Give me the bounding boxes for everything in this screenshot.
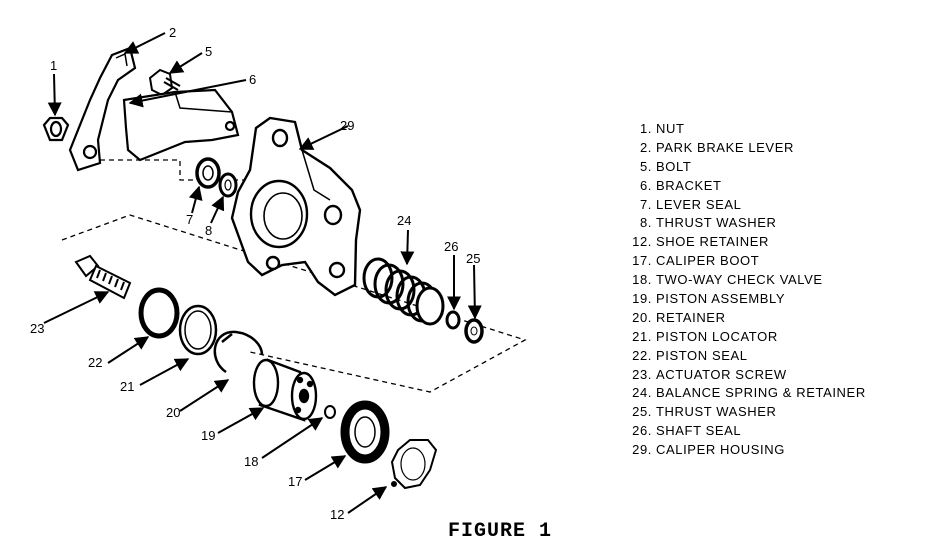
legend-item-number: 22. [632, 347, 652, 363]
legend-item: 1. NUT [630, 120, 930, 139]
callout-labels: 1 2 5 6 29 7 8 24 26 25 23 22 21 20 19 1… [30, 25, 480, 522]
legend-item: 17.CALIPER BOOT [630, 252, 930, 271]
legend-item-number: 26. [632, 423, 652, 439]
legend-item-number: 12. [632, 234, 652, 250]
legend-item-number: 5. [639, 158, 652, 174]
callout-20: 20 [166, 405, 180, 420]
legend-item: 22.PISTON SEAL [630, 347, 930, 366]
legend-item-number: 7. [639, 196, 652, 212]
lever-seal [195, 157, 221, 189]
legend-item-number: 18. [632, 272, 652, 288]
leader-arrows [43, 32, 482, 514]
legend-item-number: 25. [632, 404, 652, 420]
piston-assembly [252, 358, 318, 422]
caliper-housing [230, 116, 362, 297]
legend-item: 12.SHOE RETAINER [630, 233, 930, 252]
legend-item-number: 8. [639, 215, 652, 231]
legend-item-number: 20. [632, 309, 652, 325]
legend-item-number: 17. [632, 253, 652, 269]
legend-item-number: 29. [632, 442, 652, 458]
legend-item: 25.THRUST WASHER [630, 403, 930, 422]
shaft-seal [445, 310, 461, 330]
legend-item: 5.BOLT [630, 158, 930, 177]
legend-item-label: CALIPER HOUSING [656, 442, 785, 458]
caliper-boot [340, 400, 390, 464]
legend-item: 6.BRACKET [630, 177, 930, 196]
callout-5: 5 [205, 44, 212, 59]
piston-seal [138, 287, 180, 339]
legend-item-label: ACTUATOR SCREW [656, 366, 787, 382]
thrust-washer-8 [218, 172, 238, 198]
legend-item: 23.ACTUATOR SCREW [630, 366, 930, 385]
legend-item: 24.BALANCE SPRING & RETAINER [630, 384, 930, 403]
bracket [122, 88, 240, 162]
legend-item-label: TWO-WAY CHECK VALVE [656, 272, 823, 288]
callout-18: 18 [244, 454, 258, 469]
legend-item: 18.TWO-WAY CHECK VALVE [630, 271, 930, 290]
piston-locator [178, 304, 218, 356]
legend-item: 19.PISTON ASSEMBLY [630, 290, 930, 309]
callout-25: 25 [466, 251, 480, 266]
legend-item-number: 6. [639, 177, 652, 193]
callout-24: 24 [397, 213, 411, 228]
legend-item-number: 23. [632, 366, 652, 382]
legend-item: 26.SHAFT SEAL [630, 422, 930, 441]
check-valve [324, 405, 336, 419]
callout-26: 26 [444, 239, 458, 254]
legend-item-label: PARK BRAKE LEVER [656, 139, 794, 155]
legend-item: 2.PARK BRAKE LEVER [630, 139, 930, 158]
callout-1: 1 [50, 58, 57, 73]
legend-item-label: CALIPER BOOT [656, 253, 760, 269]
legend-item: 20.RETAINER [630, 309, 930, 328]
park-brake-lever [68, 46, 137, 172]
callout-21: 21 [120, 379, 134, 394]
retainer [213, 330, 264, 374]
bolt [148, 68, 181, 97]
callout-2: 2 [169, 25, 176, 40]
legend-item-number: 19. [632, 291, 652, 307]
legend-item-label: RETAINER [656, 309, 726, 325]
callout-29: 29 [340, 118, 354, 133]
actuator-screw [74, 254, 132, 300]
legend-item-number: 1. [639, 121, 652, 136]
legend-item-label: THRUST WASHER [656, 215, 777, 231]
callout-12: 12 [330, 507, 344, 522]
exploded-caliper-diagram: 1 2 5 6 29 7 8 24 26 25 23 22 21 20 19 1… [30, 25, 527, 522]
callout-17: 17 [288, 474, 302, 489]
shoe-retainer [390, 439, 438, 490]
callout-23: 23 [30, 321, 44, 336]
legend-item-label: BRACKET [656, 177, 722, 193]
legend-item-label: SHAFT SEAL [656, 423, 742, 439]
legend-item-label: LEVER SEAL [656, 196, 742, 212]
legend-item-number: 2. [639, 139, 652, 155]
callout-22: 22 [88, 355, 102, 370]
figure-caption: FIGURE 1 [447, 520, 552, 543]
legend-item: 7.LEVER SEAL [630, 196, 930, 215]
callout-8: 8 [205, 223, 212, 238]
legend-item-label: BOLT [656, 158, 692, 174]
legend-item-label: PISTON ASSEMBLY [656, 291, 786, 307]
legend-item-label: THRUST WASHER [656, 404, 777, 420]
legend-item-label: BALANCE SPRING & RETAINER [656, 385, 866, 401]
legend-item: 8.THRUST WASHER [630, 214, 930, 233]
thrust-washer-25 [464, 318, 484, 344]
legend-item-label: PISTON SEAL [656, 347, 748, 363]
balance-spring [362, 257, 445, 326]
callout-19: 19 [201, 428, 215, 443]
legend-item-number: 21. [632, 328, 652, 344]
legend-item-label: NUT [656, 121, 685, 136]
callout-7: 7 [186, 212, 193, 227]
nut [42, 116, 70, 142]
legend-item-label: SHOE RETAINER [656, 234, 770, 250]
callout-6: 6 [249, 72, 256, 87]
legend-item-number: 24. [632, 385, 652, 401]
legend-item: 21.PISTON LOCATOR [630, 328, 930, 347]
legend-item-label: PISTON LOCATOR [656, 328, 778, 344]
legend-item: 29.CALIPER HOUSING [630, 441, 930, 460]
